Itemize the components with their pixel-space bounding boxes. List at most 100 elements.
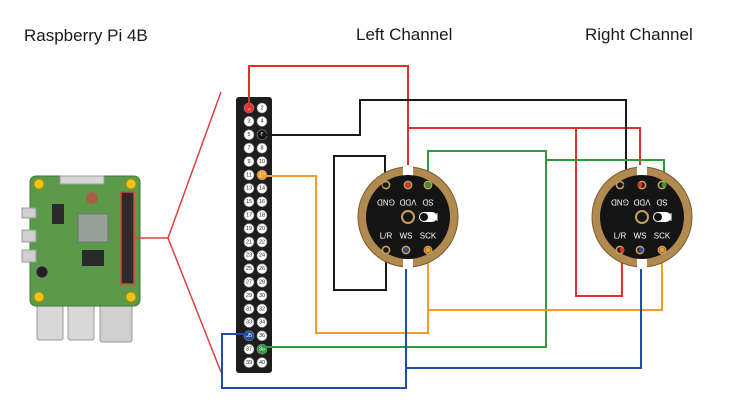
mount-hole — [33, 178, 45, 190]
gpio-pin-16 — [256, 196, 268, 208]
wire-end-dot — [405, 182, 411, 188]
wire-end-dot — [425, 247, 431, 253]
gpio-pin-31 — [243, 303, 255, 315]
mic-label-gnd: GND — [377, 198, 395, 207]
gpio-pin-label: 8 — [260, 146, 263, 152]
gpio-pin-32 — [256, 303, 268, 315]
gpio-pin-28 — [256, 276, 268, 288]
display-connector — [59, 175, 105, 185]
mic-label-lr: L/R — [380, 232, 393, 241]
callout-line — [167, 237, 222, 373]
wire-ws-right — [406, 250, 642, 369]
gpio-pin-label: 19 — [246, 226, 252, 232]
wire-vdd-left-to-right — [408, 127, 641, 185]
mic-pad — [615, 180, 625, 190]
mic-label-gnd: GND — [611, 198, 629, 207]
ram-chip — [82, 250, 104, 266]
gpio-pin-label: 38 — [259, 347, 265, 353]
gpio-pin-label: 4 — [260, 119, 263, 125]
wire-sck-right — [428, 250, 663, 311]
gpio-pin-label: 18 — [259, 213, 265, 219]
raspberry-pi-board — [21, 91, 222, 373]
usb-c-port — [21, 207, 37, 219]
wire-end-dot — [661, 182, 667, 188]
wire-sck-pi — [262, 175, 429, 334]
gpio-pin-33 — [243, 317, 255, 328]
gpio-pin-39 — [243, 357, 255, 368]
wires — [221, 65, 665, 389]
pi-title: Raspberry Pi 4B — [24, 26, 148, 45]
gpio-pin-15 — [243, 196, 255, 208]
gpio-pin-label: 21 — [246, 239, 252, 245]
gpio-pin-label: 14 — [259, 186, 265, 192]
gpio-header — [236, 97, 272, 373]
gpio-pin-3 — [243, 116, 255, 127]
gpio-pin-4 — [256, 116, 268, 127]
gpio-pin-label: 16 — [259, 199, 265, 205]
mount-hole — [125, 178, 137, 190]
soc-chip — [77, 213, 109, 243]
gpio-pin-11 — [243, 169, 255, 181]
mic-label-sck: SCK — [654, 232, 671, 241]
gpio-pin-label: 24 — [259, 253, 265, 259]
gpio-pin-label: 32 — [259, 306, 265, 312]
wire-end-dot — [383, 247, 389, 253]
wire-end-dot — [382, 182, 388, 188]
gpio-pin-label: 23 — [246, 253, 252, 259]
gpio-pin-10 — [256, 156, 268, 167]
callout-line — [167, 91, 222, 239]
wire-end-dot — [637, 182, 643, 188]
mic-notch — [637, 165, 647, 179]
gpio-pin-8 — [256, 142, 268, 154]
gpio-pin-label: 15 — [246, 199, 252, 205]
wire-sd-left — [427, 150, 547, 185]
gpio-pin-label: 20 — [259, 226, 265, 232]
mic-label-ws: WS — [634, 232, 647, 241]
hdmi-port — [21, 229, 37, 243]
gpio-pin-34 — [256, 317, 268, 328]
mount-hole — [33, 291, 45, 303]
mount-hole — [125, 291, 137, 303]
wire-end-dot — [403, 247, 409, 253]
wire-gnd-pi — [262, 99, 627, 185]
mic-label-sd: SD — [422, 198, 433, 207]
gpio-pin-30 — [256, 290, 268, 301]
gpio-pin-label: 17 — [246, 213, 252, 219]
gpio-pin-9 — [243, 156, 255, 167]
wire-end-dot — [623, 182, 629, 188]
right-channel-title: Right Channel — [585, 25, 693, 44]
mic-label-sd: SD — [656, 198, 667, 207]
wire-ws-pi — [221, 250, 407, 389]
audio-jack — [35, 265, 49, 279]
gpio-pin-5 — [243, 129, 255, 141]
gpio-pin-label: 28 — [259, 280, 265, 286]
gpio-pin-26 — [256, 263, 268, 275]
mic-toggle-knob — [654, 213, 662, 221]
gpio-pin-25 — [243, 263, 255, 275]
mic-notch — [403, 255, 413, 269]
gpio-pin-label: 25 — [246, 266, 252, 272]
gpio-pin-label: 37 — [246, 347, 252, 353]
gpio-pin-label: 27 — [246, 280, 252, 286]
gpio-pin-18 — [256, 209, 268, 221]
gpio-pin-label: 1 — [247, 105, 250, 111]
gpio-pin-label: 10 — [259, 159, 265, 165]
gpio-pin-label: 34 — [259, 320, 265, 326]
gpio-pin-22 — [256, 236, 268, 248]
gpio-pin-label: 36 — [259, 333, 265, 339]
gpio-pin-36 — [256, 330, 268, 342]
gpio-pin-label: 40 — [259, 360, 265, 366]
gpio-pin-20 — [256, 223, 268, 234]
chip — [52, 204, 64, 224]
gpio-pin-13 — [243, 183, 255, 194]
gpio-pin-label: 29 — [246, 293, 252, 299]
mic-toggle-knob — [420, 213, 428, 221]
gpio-pin-7 — [243, 142, 255, 154]
gpio-pin-14 — [256, 183, 268, 194]
gpio-pin-label: 2 — [260, 105, 263, 111]
gpio-pin-label: 26 — [259, 266, 265, 272]
gpio-pin-27 — [243, 276, 255, 288]
gpio-pin-37 — [243, 343, 255, 355]
